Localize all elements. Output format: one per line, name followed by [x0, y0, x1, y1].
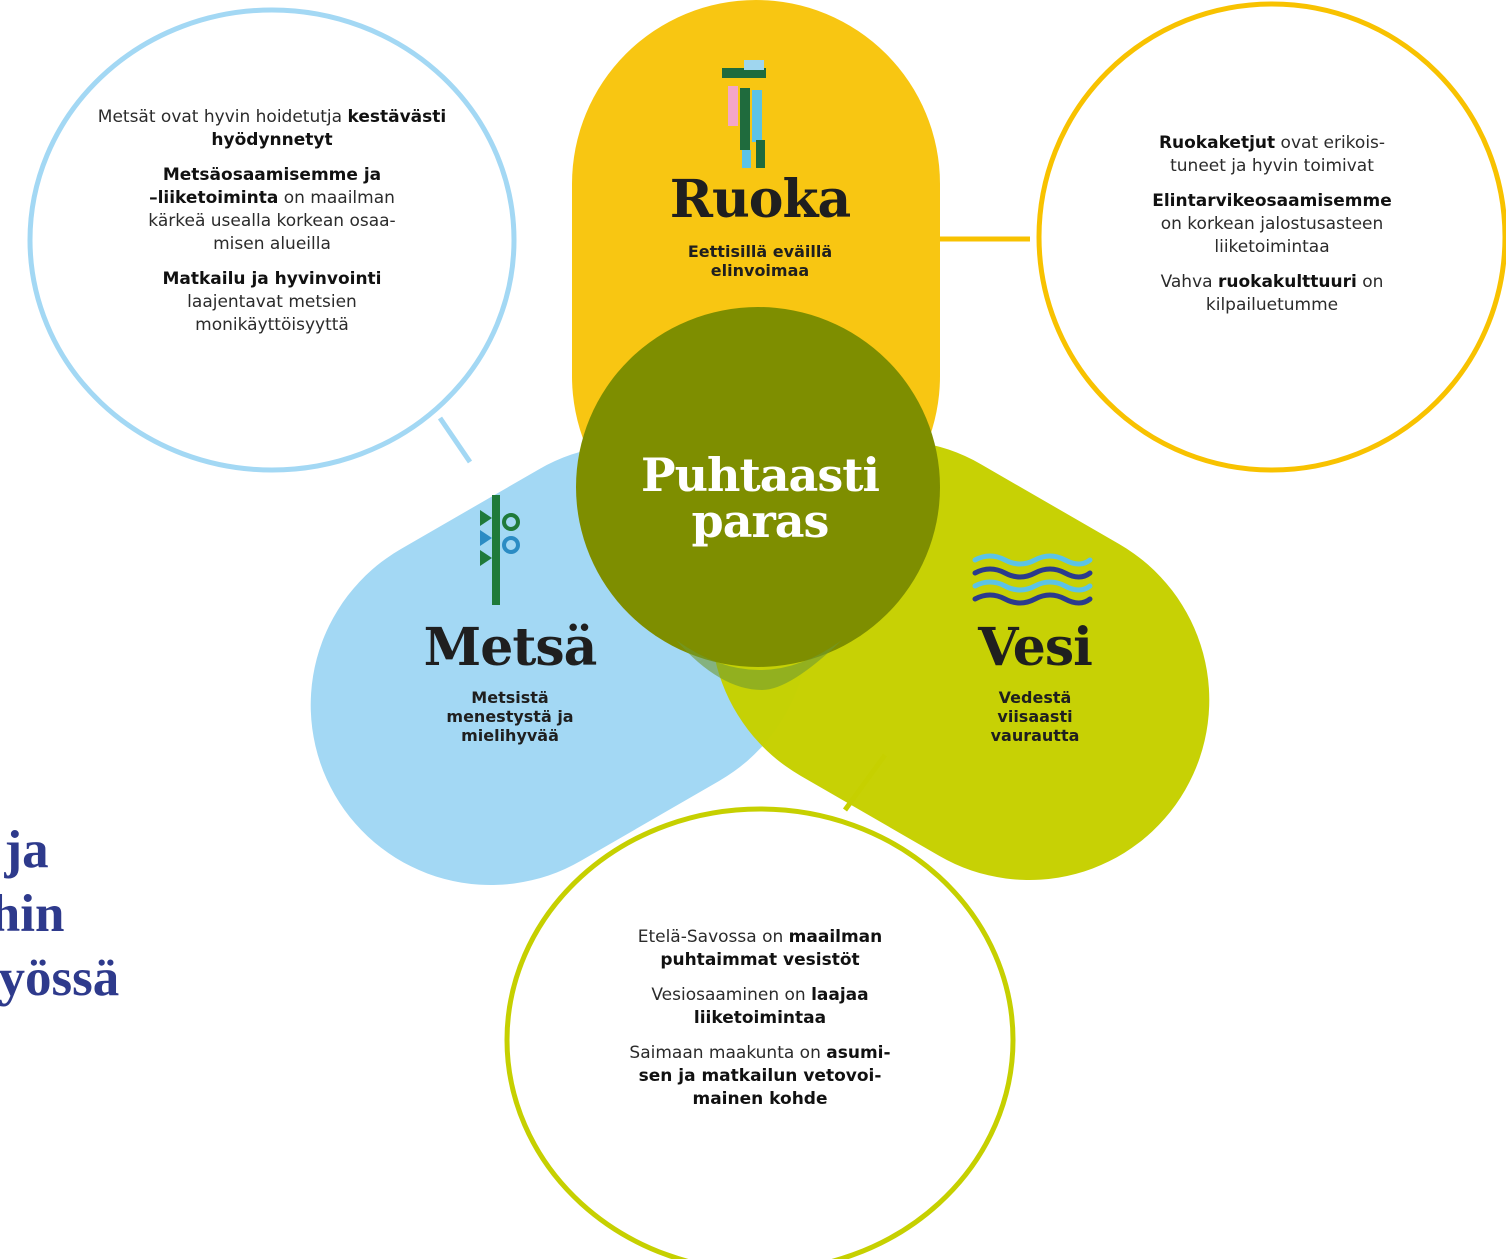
- vesi-subtitle-line2: viisaasti: [997, 707, 1073, 726]
- ruoka-info-paragraph: Vahva ruokakulttuuri on kilpailuetumme: [1072, 271, 1472, 317]
- ruoka-subtitle-line1: Eettisillä eväillä: [687, 242, 833, 261]
- metsa-title: Metsä: [423, 617, 598, 678]
- center-title-line2: paras: [691, 494, 830, 548]
- vesi-info-bold: liiketoimintaa: [693, 1008, 827, 1028]
- metsa-subtitle-line1: Metsistä: [471, 688, 549, 707]
- metsa-info-text-run: Metsät ovat hyvin hoidetut: [97, 107, 327, 127]
- metsa-info-text-run: on maailman: [278, 188, 395, 208]
- vesi-info-paragraph: Vesiosaaminen on laajaa liiketoimintaa: [555, 984, 965, 1030]
- ruoka-info-text-run: on korkean jalostusasteen: [1160, 214, 1384, 234]
- center-title-line1: Puhtaasti: [641, 448, 880, 502]
- ruoka-info-text-run: kilpailuetumme: [1205, 295, 1339, 315]
- ruoka-info-text-run: ovat erikois-: [1275, 133, 1386, 153]
- vesi-info-text-run: Etelä-Savossa on: [637, 927, 789, 947]
- metsa-info-text-run: laajentavat metsien: [187, 292, 357, 312]
- vesi-info-text: Etelä-Savossa on maailman puhtaimmat vesi…: [555, 926, 965, 1123]
- waves-icon: [972, 553, 1093, 606]
- metsa-info-bold: kestävästi hyödynnetyt: [211, 107, 447, 150]
- metsa-info-circle: [27, 7, 517, 473]
- metsa-info-paragraph: Metsäosaamisemme ja –liiketoiminta on maa…: [62, 164, 482, 256]
- metsa-info-text: Metsät ovat hyvin hoidetutja kestävästi …: [62, 106, 482, 349]
- vesi-title: Vesi: [978, 617, 1093, 678]
- vesi-info-paragraph: Etelä-Savossa on maailman puhtaimmat vesi…: [555, 926, 965, 972]
- vesi-info-paragraph: Saimaan maakunta on asumi-sen ja matkail…: [555, 1042, 965, 1111]
- vesi-info-bold: asumi-: [826, 1043, 891, 1063]
- ruoka-info-text-run: Vahva: [1160, 272, 1218, 292]
- vesi-info-bold: sen ja matkailun vetovoi-: [638, 1066, 882, 1086]
- vesi-info-text-run: Vesiosaaminen on: [651, 985, 812, 1005]
- metsa-info-text-run: kärkeä usealla korkean osaa-: [148, 211, 396, 231]
- vesi-subtitle-line1: Vedestä: [998, 688, 1072, 707]
- side-heading-line2: yat mihin: [0, 885, 65, 943]
- ruoka-info-text-run: liiketoimintaa: [1214, 237, 1330, 257]
- metsa-info-paragraph: Metsät ovat hyvin hoidetutja kestävästi …: [62, 106, 482, 152]
- side-heading-line1: egia ja: [0, 821, 49, 879]
- metsa-info-bold: –liiketoiminta: [149, 188, 279, 208]
- metsa-info-bold: Metsäosaamisemme ja: [162, 165, 382, 185]
- metsa-info-bold: Matkailu ja hyvinvointi: [162, 269, 382, 289]
- ruoka-info-text-run: tuneet ja hyvin toimivat: [1170, 156, 1374, 176]
- person-icon: [722, 60, 766, 168]
- ruoka-info-bold: ruokakulttuuri: [1217, 272, 1357, 292]
- ruoka-info-bold: Elintarvikeosaamisemme: [1152, 191, 1392, 211]
- metsa-subtitle: Metsistä menestystä ja mielihyvää: [400, 688, 620, 745]
- metsa-info-text-run: misen alueilla: [213, 234, 331, 254]
- vesi-info-bold: mainen kohde: [692, 1089, 828, 1109]
- metsa-subtitle-line3: mielihyvää: [461, 726, 559, 745]
- side-heading: egia ja yat mihin nistyössä: [0, 818, 440, 1010]
- vesi-subtitle: Vedestä viisaasti vaurautta: [940, 688, 1130, 745]
- metsa-info-text-run: monikäyttöisyyttä: [195, 315, 349, 335]
- overlap-center: [576, 307, 940, 667]
- connector-metsa: [437, 416, 473, 464]
- vesi-info-text-run: Saimaan maakunta on: [629, 1043, 827, 1063]
- side-heading-line3: nistyössä: [0, 949, 120, 1007]
- metsa-subtitle-line2: menestystä ja: [446, 707, 574, 726]
- ruoka-info-circle: [1036, 1, 1506, 473]
- tree-icon: [480, 495, 520, 605]
- ruoka-info-paragraph: Elintarvikeosaamisemme on korkean jalostu…: [1072, 190, 1472, 259]
- ruoka-info-text: Ruokaketjut ovat erikois-tuneet ja hyvin…: [1072, 132, 1472, 329]
- vesi-info-circle: [504, 806, 1016, 1259]
- ruoka-subtitle-line2: elinvoimaa: [710, 261, 810, 280]
- vesi-info-bold: maailman: [788, 927, 883, 947]
- vesi-info-bold: puhtaimmat vesistöt: [660, 950, 860, 970]
- ruoka-info-paragraph: Ruokaketjut ovat erikois-tuneet ja hyvin…: [1072, 132, 1472, 178]
- ruoka-title: Ruoka: [669, 169, 851, 230]
- ruoka-subtitle: Eettisillä eväillä elinvoimaa: [640, 242, 880, 280]
- vesi-subtitle-line3: vaurautta: [990, 726, 1080, 745]
- ruoka-info-text-run: on: [1356, 272, 1384, 292]
- ruoka-info-bold: Ruokaketjut: [1158, 133, 1276, 153]
- overlap-bottom: [676, 640, 842, 690]
- metsa-info-text-run: ja: [326, 107, 348, 127]
- metsa-info-paragraph: Matkailu ja hyvinvointi laajentavat metsi…: [62, 268, 482, 337]
- center-title: Puhtaasti paras: [610, 452, 910, 544]
- vesi-info-bold: laajaa: [811, 985, 869, 1005]
